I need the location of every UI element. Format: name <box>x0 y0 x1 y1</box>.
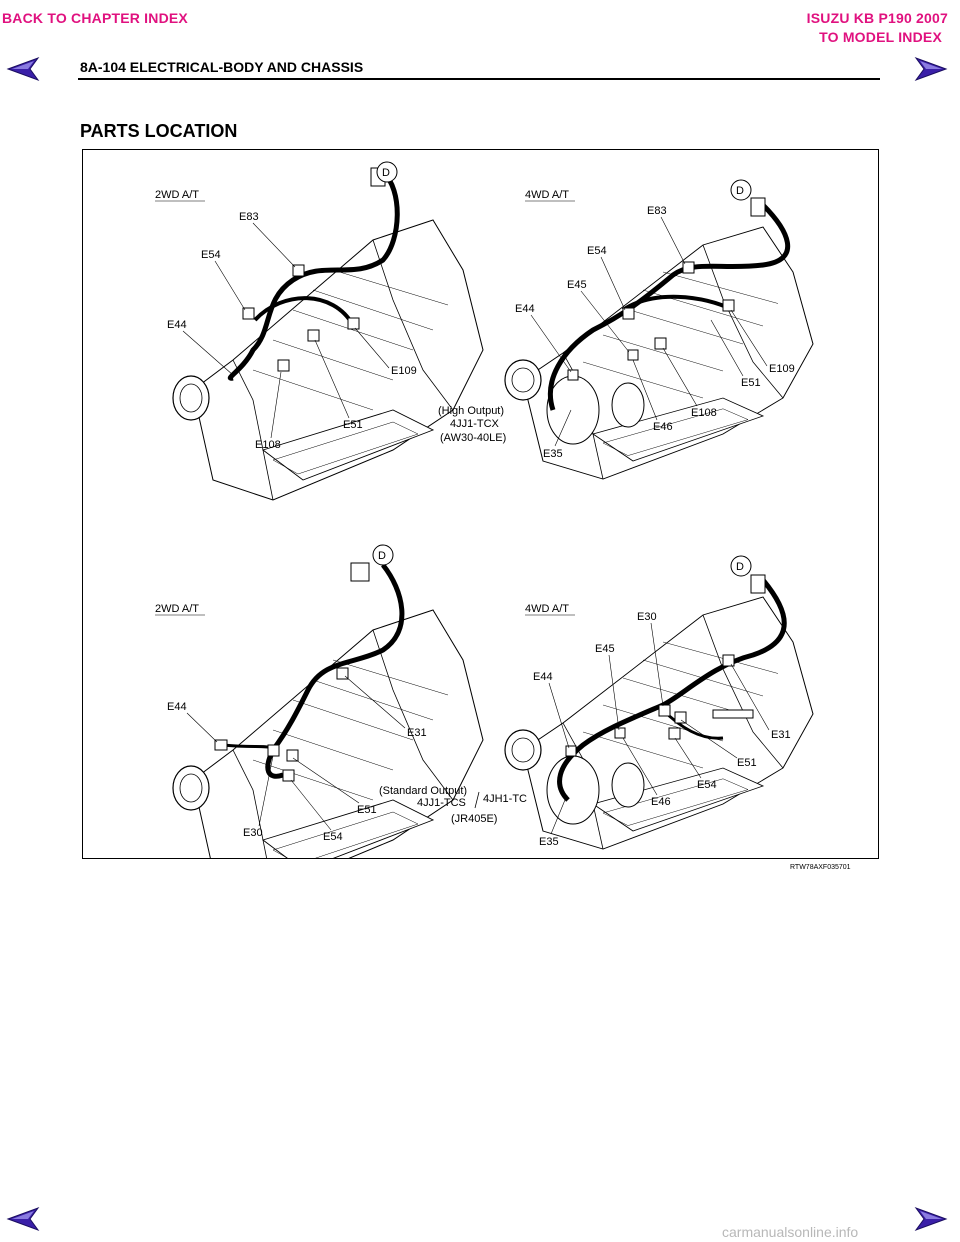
q4-label-e51: E51 <box>737 757 757 769</box>
q2-diagram: D 4WD A/T E83 E54 E45 E44 E109 E51 E108 … <box>504 179 814 480</box>
figure-code: RTW78AXF035701 <box>790 864 851 871</box>
q2-label-e83: E83 <box>647 205 667 217</box>
q3-label-e30: E30 <box>243 827 263 839</box>
q1-label-e54: E54 <box>201 249 221 261</box>
q4-label-e54: E54 <box>697 779 717 791</box>
section-header: 8A-104 ELECTRICAL-BODY AND CHASSIS <box>80 59 364 75</box>
q4-label-e45: E45 <box>595 643 615 655</box>
back-to-chapter-index-link[interactable]: BACK TO CHAPTER INDEX <box>2 10 188 26</box>
to-model-index-link[interactable]: TO MODEL INDEX <box>819 29 942 45</box>
q3-label-e54: E54 <box>323 831 343 843</box>
q2-label-e109: E109 <box>769 363 795 375</box>
next-page-arrow-icon[interactable] <box>914 56 948 82</box>
q3-label-e44: E44 <box>167 701 187 713</box>
transmission-diagram: D 2WD A/T E83 E54 E44 E109 E51 E108 <box>155 161 814 858</box>
q2-label-e108: E108 <box>691 407 717 419</box>
q2-heading: 4WD A/T <box>525 189 569 201</box>
note-bottom-line2: 4JJ1-TCS <box>417 797 466 809</box>
q4-connector-label: D <box>736 561 744 573</box>
q3-label-e31: E31 <box>407 727 427 739</box>
watermark: carmanualsonline.info <box>722 1224 859 1240</box>
q1-label-e44: E44 <box>167 319 187 331</box>
q3-diagram: D 2WD A/T E44 E31 E51 E30 E54 <box>155 544 484 858</box>
note-bottom-line2b: 4JH1-TC <box>483 793 527 805</box>
q2-label-e46: E46 <box>653 421 673 433</box>
q2-label-e51: E51 <box>741 377 761 389</box>
prev-page-arrow-icon[interactable] <box>6 56 40 82</box>
q1-label-e83: E83 <box>239 211 259 223</box>
note-top-line2: 4JJ1-TCX <box>450 418 500 430</box>
q2-label-e35: E35 <box>543 448 563 460</box>
note-top-line3: (AW30-40LE) <box>440 432 506 444</box>
q4-label-e46: E46 <box>651 796 671 808</box>
q3-connector-label: D <box>378 550 386 562</box>
q4-diagram: D 4WD A/T E30 E45 E44 E31 E51 E54 E46 E3… <box>504 555 814 850</box>
q1-label-e51: E51 <box>343 419 363 431</box>
note-bottom-line1: (Standard Output) <box>379 785 467 797</box>
page-title: PARTS LOCATION <box>80 121 238 141</box>
q4-label-e30: E30 <box>637 611 657 623</box>
q3-heading: 2WD A/T <box>155 603 199 615</box>
q2-label-e44: E44 <box>515 303 535 315</box>
q4-label-e35: E35 <box>539 836 559 848</box>
q2-label-e45: E45 <box>567 279 587 291</box>
q1-connector-label: D <box>382 167 390 179</box>
q4-label-e31: E31 <box>771 729 791 741</box>
model-title: ISUZU KB P190 2007 <box>806 10 948 26</box>
q1-heading: 2WD A/T <box>155 189 199 201</box>
q4-heading: 4WD A/T <box>525 603 569 615</box>
note-top-line1: (High Output) <box>438 405 504 417</box>
q3-label-e51: E51 <box>357 804 377 816</box>
q1-label-e108: E108 <box>255 439 281 451</box>
note-bottom-line3: (JR405E) <box>451 813 497 825</box>
q2-label-e54: E54 <box>587 245 607 257</box>
next-page-arrow-icon[interactable] <box>914 1206 948 1232</box>
prev-page-arrow-icon[interactable] <box>6 1206 40 1232</box>
q2-connector-label: D <box>736 185 744 197</box>
q1-label-e109: E109 <box>391 365 417 377</box>
header-rule <box>78 78 880 80</box>
parts-location-figure: D 2WD A/T E83 E54 E44 E109 E51 E108 <box>82 149 879 859</box>
q4-label-e44: E44 <box>533 671 553 683</box>
q1-diagram: D 2WD A/T E83 E54 E44 E109 E51 E108 <box>155 161 484 501</box>
